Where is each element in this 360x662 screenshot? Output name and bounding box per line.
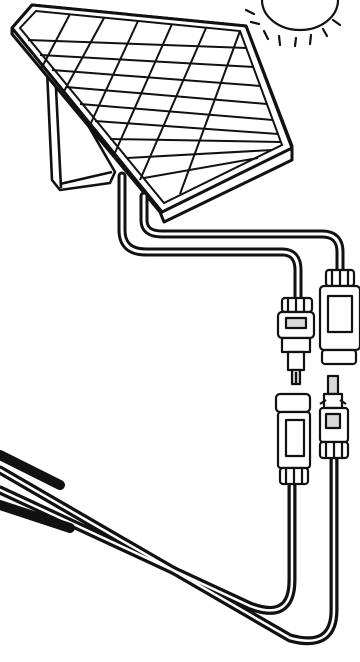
cable-lower-left bbox=[0, 481, 297, 615]
mc4-female-connector-lower-icon bbox=[274, 392, 312, 486]
mc4-male-connector-lower-icon bbox=[318, 374, 350, 460]
mc4-female-connector-icon bbox=[318, 268, 360, 366]
cable-lower-right bbox=[0, 455, 339, 646]
mc4-male-connector-icon bbox=[276, 296, 316, 386]
sun-icon bbox=[244, 0, 342, 48]
cables bbox=[0, 171, 345, 646]
solar-panel-icon bbox=[10, 3, 294, 224]
